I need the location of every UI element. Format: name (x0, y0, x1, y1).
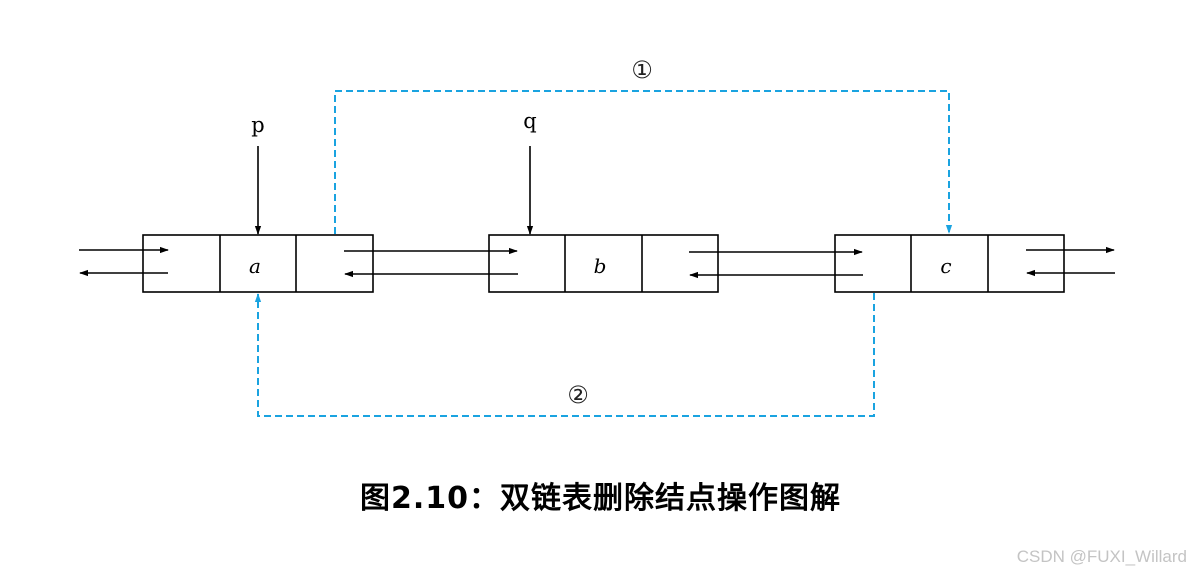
node-a-label: a (249, 254, 261, 278)
links-b-c (689, 248, 863, 279)
pointer-p-label: p (251, 113, 264, 137)
pointer-q-label: q (523, 109, 536, 133)
pointer-p: p (251, 113, 265, 235)
node-b: b (488, 234, 719, 293)
node-c: c (834, 234, 1065, 293)
right-end-arrows (1026, 246, 1115, 277)
step2-label: ② (567, 381, 589, 409)
node-b-label: b (594, 254, 607, 278)
step1-label: ① (631, 56, 653, 84)
step2-dashed-link: ② (254, 293, 875, 417)
step1-dashed-link: ① (334, 56, 953, 234)
pointer-q: q (523, 109, 537, 235)
figure-caption: 图2.10：双链表删除结点操作图解 (359, 481, 842, 516)
node-a: a (142, 234, 374, 293)
links-a-b (344, 247, 518, 278)
left-end-arrows (79, 246, 169, 277)
watermark: CSDN @FUXI_Willard (1016, 547, 1187, 566)
node-c-label: c (940, 254, 951, 278)
